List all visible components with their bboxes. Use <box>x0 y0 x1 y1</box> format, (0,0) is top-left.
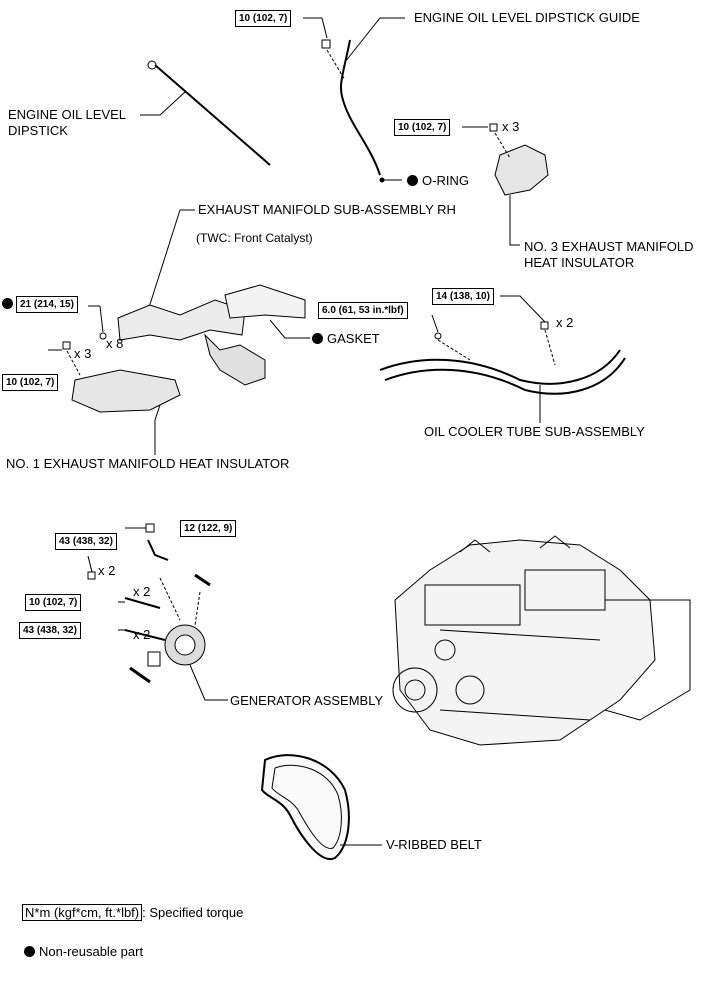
label-gasket-text: GASKET <box>327 331 380 346</box>
no3-insulator-shape <box>494 144 549 196</box>
label-generator: GENERATOR ASSEMBLY <box>230 693 384 708</box>
torque-cooler-a: 6.0 (61, 53 in.*lbf) <box>318 302 408 319</box>
gen-clamp-shape <box>147 651 161 667</box>
label-o-ring: O-RING <box>407 173 469 189</box>
qty-gen-b: x 2 <box>98 563 116 578</box>
label-dipstick-guide: ENGINE OIL LEVEL DIPSTICK GUIDE <box>414 10 640 25</box>
label-dipstick-line1: ENGINE OIL LEVEL <box>8 107 127 122</box>
qty-no1: x 3 <box>74 346 92 361</box>
torque-gen-b: 43 (438, 32) <box>55 533 117 550</box>
non-reusable-icon-manifold <box>2 298 13 309</box>
dipstick-guide-tube <box>340 39 381 176</box>
bolt-gen-c-icon <box>124 597 161 609</box>
torque-no3: 10 (102, 7) <box>394 119 451 136</box>
torque-gen-d: 43 (438, 32) <box>19 622 81 639</box>
catalyst-shape <box>204 333 266 386</box>
qty-manifold: x 8 <box>106 336 124 351</box>
label-v-belt: V-RIBBED BELT <box>386 837 482 852</box>
label-no3-line2: HEAT INSULATOR <box>524 255 635 270</box>
qty-gen-c: x 2 <box>133 584 151 599</box>
leader-dipstick-guide <box>344 17 405 63</box>
non-reusable-icon <box>312 333 323 344</box>
non-reusable-icon <box>24 946 35 957</box>
legend-nonreusable-text: Non-reusable part <box>39 944 144 959</box>
bolt-gen-d-icon <box>124 629 166 641</box>
bolt-no1-icon <box>62 341 71 350</box>
leader-manifold <box>144 209 195 321</box>
qty-no3: x 3 <box>502 119 520 134</box>
oil-cooler-tube-shape <box>379 349 621 385</box>
torque-gen-c: 10 (102, 7) <box>25 594 82 611</box>
torque-cooler-b: 14 (138, 10) <box>432 288 494 305</box>
gasket-shape <box>224 284 306 319</box>
no1-insulator-shape <box>71 369 181 413</box>
bolt-no3-icon <box>489 123 498 132</box>
gen-connector-shape <box>194 573 211 587</box>
label-twc: (TWC: Front Catalyst) <box>196 231 313 245</box>
qty-cooler: x 2 <box>556 315 574 330</box>
leader-dipstick <box>140 91 186 116</box>
legend-torque-unit: N*m (kgf*cm, ft.*lbf) <box>22 904 143 921</box>
legend-nonreusable: Non-reusable part <box>24 944 143 960</box>
bolt-gen-b-icon <box>87 571 96 580</box>
legend-torque-desc: : Specified torque <box>142 905 244 920</box>
manifold-rh-shape <box>117 299 246 341</box>
label-gasket: GASKET <box>312 331 380 347</box>
v-ribbed-belt-shape <box>260 754 350 861</box>
torque-no1: 10 (102, 7) <box>2 374 59 391</box>
dipstick-rod <box>154 64 271 166</box>
label-no3-line1: NO. 3 EXHAUST MANIFOLD <box>524 239 694 254</box>
non-reusable-icon <box>407 175 418 186</box>
label-oil-cooler: OIL COOLER TUBE SUB-ASSEMBLY <box>424 424 645 439</box>
qty-gen-d: x 2 <box>133 627 151 642</box>
bolt-cooler-b-icon <box>540 321 549 330</box>
label-o-ring-text: O-RING <box>422 173 469 188</box>
label-dipstick-line2: DIPSTICK <box>8 123 68 138</box>
bolt-guide-icon <box>321 39 331 49</box>
torque-guide: 10 (102, 7) <box>235 10 292 27</box>
torque-gen-a: 12 (122, 9) <box>180 520 237 537</box>
label-no1-insulator: NO. 1 EXHAUST MANIFOLD HEAT INSULATOR <box>6 456 290 471</box>
legend-torque: N*m (kgf*cm, ft.*lbf): Specified torque <box>22 904 244 921</box>
gen-bracket-shape <box>147 539 169 561</box>
dipstick-handle <box>147 60 157 70</box>
torque-manifold: 21 (214, 15) <box>16 296 78 313</box>
leader-no1 <box>154 404 161 455</box>
o-ring-icon <box>379 177 385 183</box>
bolt-cooler-a-icon <box>434 332 442 340</box>
engine-assembly-illustration <box>392 535 691 746</box>
nut-manifold-icon <box>99 332 107 340</box>
leader-generator <box>189 664 228 701</box>
leader-gasket <box>269 319 310 339</box>
leader-no3 <box>509 195 520 246</box>
bolt-gen-a-icon <box>145 523 155 533</box>
label-manifold-rh: EXHAUST MANIFOLD SUB-ASSEMBLY RH <box>198 202 456 217</box>
